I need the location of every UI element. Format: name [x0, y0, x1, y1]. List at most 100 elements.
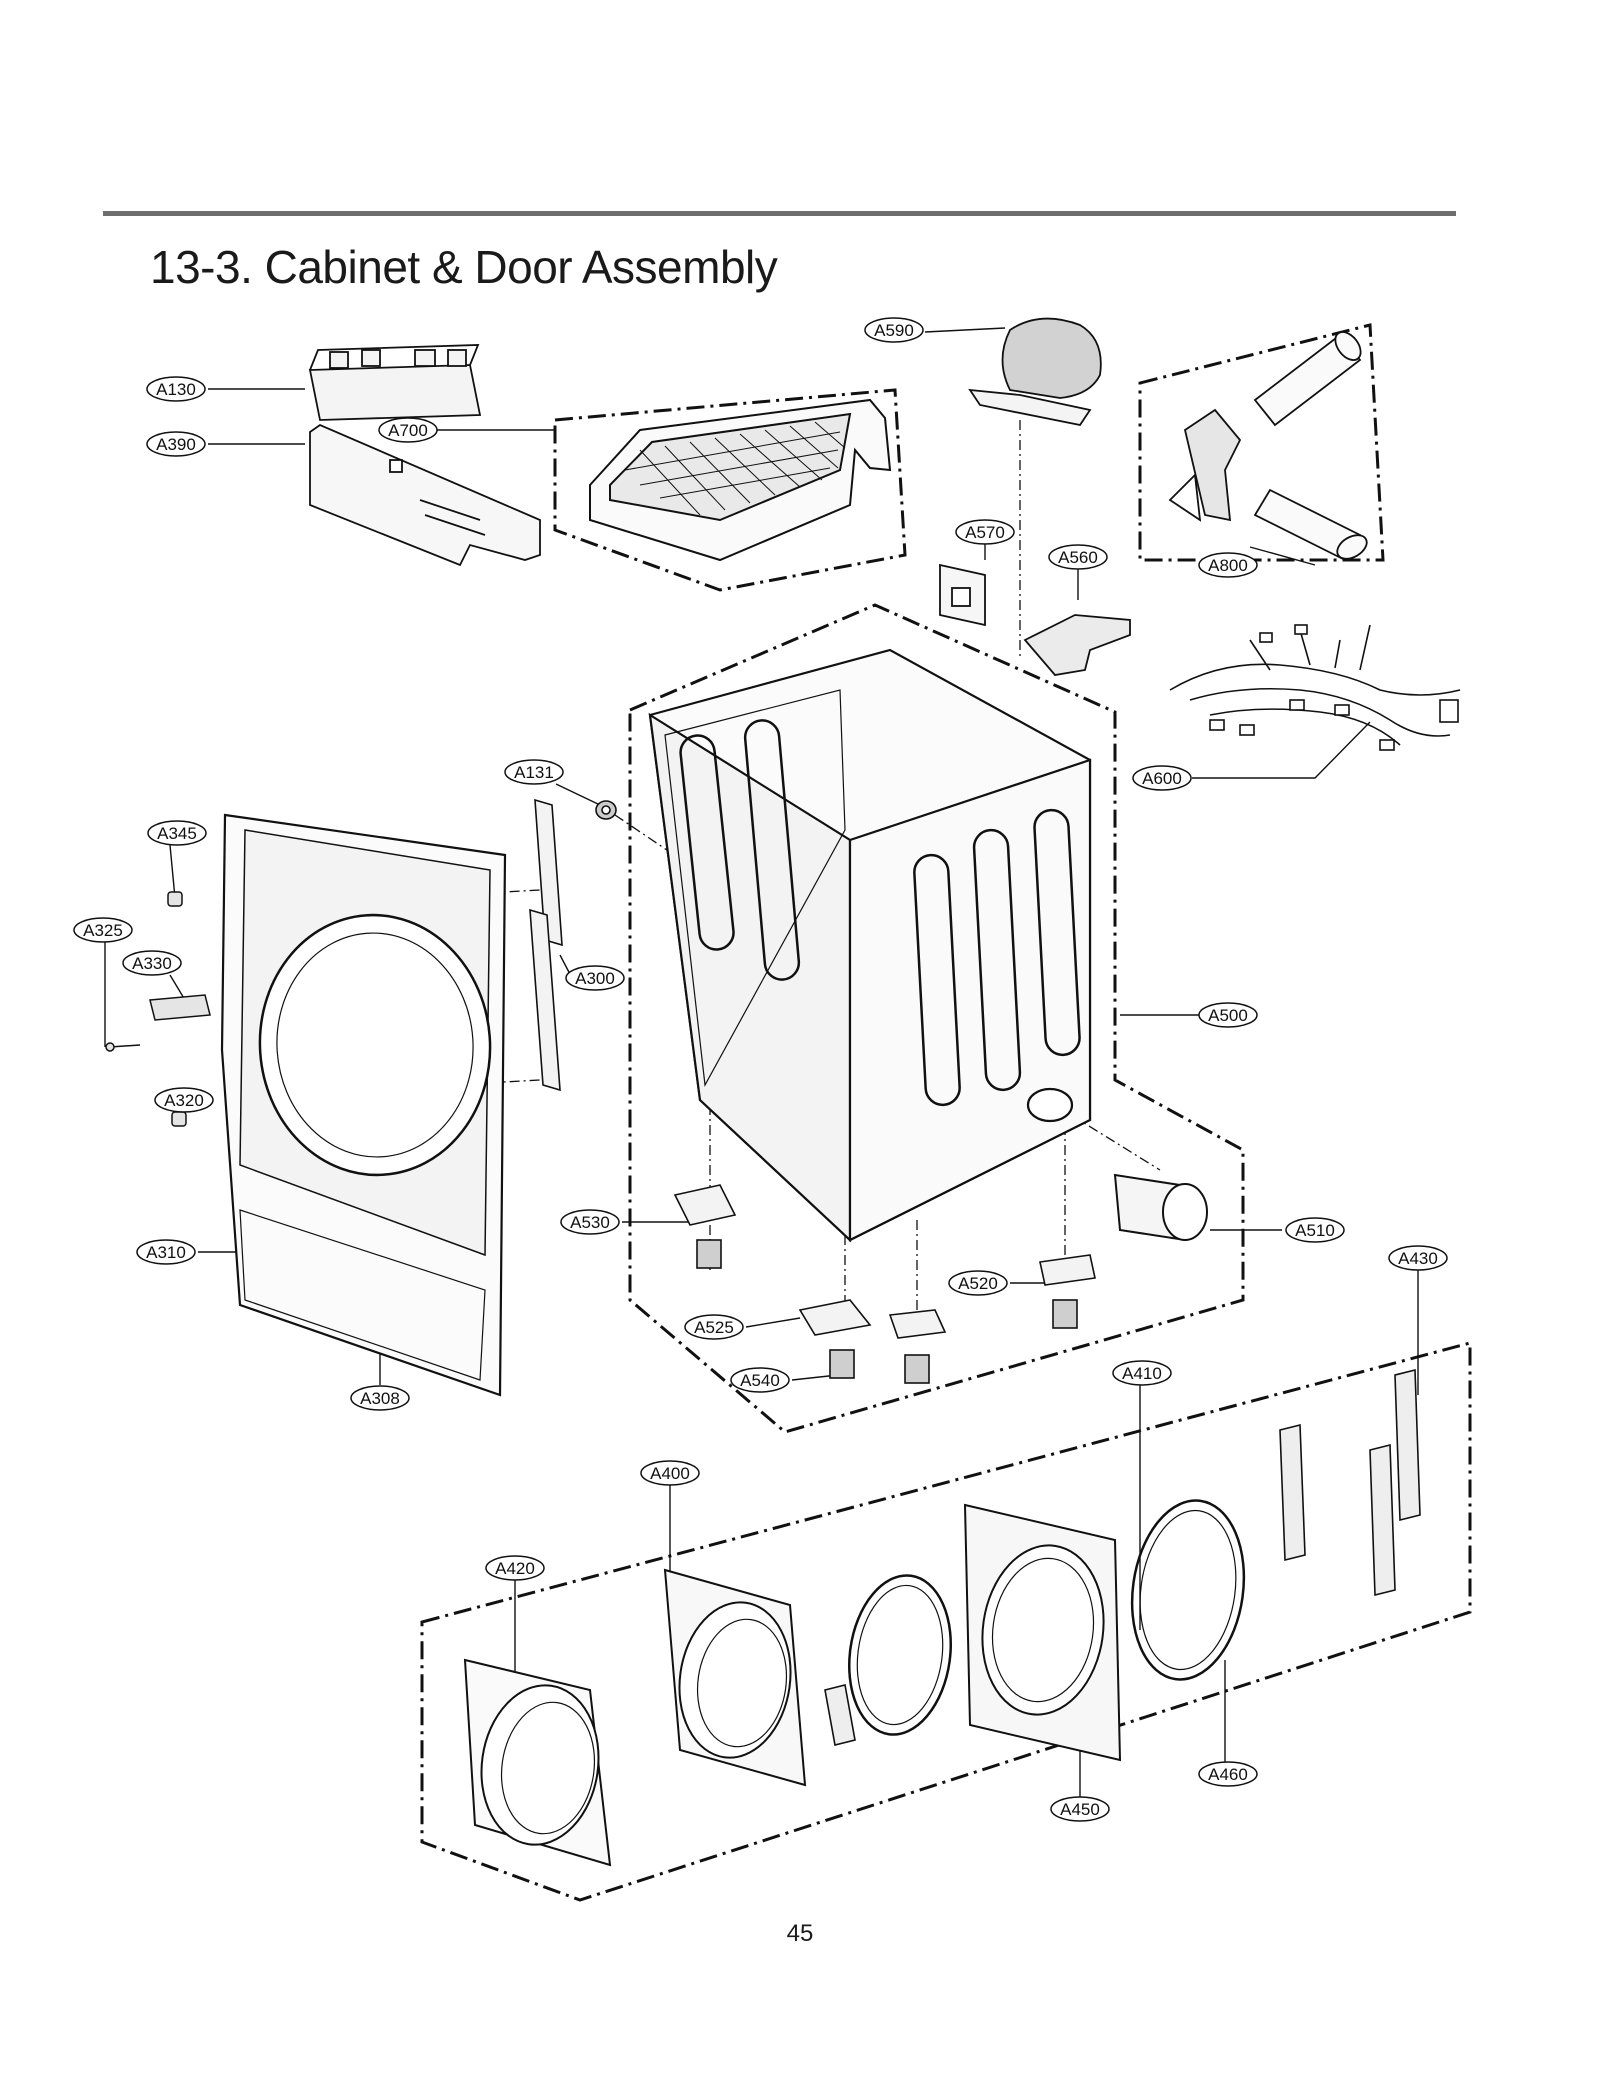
part-a330 — [149, 994, 211, 1021]
page-number: 45 — [786, 1920, 814, 1947]
page-title: 13-3. Cabinet & Door Assembly — [150, 241, 778, 293]
callout-text: A500 — [1208, 1006, 1248, 1025]
foot-a540 — [829, 1349, 855, 1379]
callout-a450: A450 — [1050, 1796, 1110, 1822]
callout-oval — [136, 1239, 196, 1265]
leader-a345 — [169, 844, 176, 899]
callout-oval — [1112, 1360, 1172, 1386]
callout-oval — [1388, 1245, 1448, 1271]
callout-text: A400 — [650, 1464, 690, 1483]
callout-a130: A130 — [146, 376, 206, 402]
cabinet-body-a500 — [648, 648, 1092, 1243]
callout-text: A410 — [1122, 1364, 1162, 1383]
callout-oval — [948, 1270, 1008, 1296]
callout-text: A540 — [740, 1371, 780, 1390]
callout-oval — [1048, 544, 1108, 570]
callout-oval — [1198, 1761, 1258, 1787]
callout-a500: A500 — [1198, 1002, 1258, 1028]
bracket-a530 — [673, 1184, 737, 1226]
glass-ring-a460 — [1130, 1499, 1246, 1681]
callout-a325: A325 — [73, 917, 133, 943]
screw-head-a325 — [105, 1042, 115, 1052]
callout-text: A320 — [164, 1091, 204, 1110]
foot-a530 — [696, 1239, 722, 1269]
callout-text: A450 — [1060, 1800, 1100, 1819]
callout-text: A600 — [1142, 769, 1182, 788]
callout-text: A520 — [958, 1274, 998, 1293]
callout-text: A590 — [874, 321, 914, 340]
foot-right — [1052, 1299, 1078, 1329]
leader-a525 — [745, 1317, 801, 1328]
callout-text: A700 — [388, 421, 428, 440]
callout-text: A420 — [495, 1559, 535, 1578]
callout-oval — [73, 917, 133, 943]
callout-a410: A410 — [1112, 1360, 1172, 1386]
callout-oval — [730, 1367, 790, 1393]
feet-parts — [673, 1184, 1096, 1384]
leader-a330 — [169, 974, 186, 1001]
part-a320 — [171, 1111, 187, 1127]
callout-oval — [147, 820, 207, 846]
callout-text: A525 — [694, 1318, 734, 1337]
callout-text: A430 — [1398, 1249, 1438, 1268]
leader-a590 — [924, 327, 1006, 333]
callout-text: A330 — [132, 954, 172, 973]
duct-ring-a510 — [1113, 1173, 1208, 1242]
callout-a308: A308 — [350, 1385, 410, 1411]
cabinet-group-outline — [628, 603, 1245, 1434]
callout-oval — [485, 1555, 545, 1581]
callout-a590: A590 — [864, 317, 924, 343]
callout-a520: A520 — [948, 1270, 1008, 1296]
door-ring-gasket — [848, 1574, 952, 1736]
hinge-hardware — [105, 891, 211, 1127]
callout-oval — [154, 1087, 214, 1113]
callout-oval — [1198, 552, 1258, 578]
callout-oval — [1285, 1217, 1345, 1243]
top-cover-group-outline — [553, 388, 907, 592]
bracket-a520 — [1039, 1254, 1096, 1286]
callout-oval — [640, 1460, 700, 1486]
screw-a325 — [109, 1044, 141, 1048]
callout-oval — [1050, 1796, 1110, 1822]
bracket-part-a300 — [529, 798, 563, 1092]
duct-parts-a800 — [1168, 331, 1368, 562]
callout-text: A800 — [1208, 556, 1248, 575]
callout-oval — [350, 1385, 410, 1411]
callout-text: A460 — [1208, 1765, 1248, 1784]
door-cover-a420 — [463, 1658, 612, 1867]
callout-oval — [504, 759, 564, 785]
callout-text: A131 — [514, 763, 554, 782]
duct-group-outline — [1138, 323, 1385, 562]
callout-a525: A525 — [684, 1314, 744, 1340]
callout-oval — [1198, 1002, 1258, 1028]
callout-oval — [122, 950, 182, 976]
leader-a800 — [1249, 546, 1316, 566]
callout-text: A560 — [1058, 548, 1098, 567]
callout-text: A530 — [570, 1213, 610, 1232]
callout-a430: A430 — [1388, 1245, 1448, 1271]
bracket-a525 — [798, 1299, 872, 1336]
hinge-parts-a430 — [1279, 1368, 1421, 1597]
front-panel-a310 — [220, 813, 507, 1397]
door-frame-a400 — [663, 1568, 807, 1787]
callout-a345: A345 — [147, 820, 207, 846]
callout-a560: A560 — [1048, 544, 1108, 570]
callout-oval — [684, 1314, 744, 1340]
callout-a510: A510 — [1285, 1217, 1345, 1243]
callout-text: A325 — [83, 921, 123, 940]
duct-part-a560 — [1023, 614, 1131, 676]
bracket-part-a570 — [939, 563, 986, 627]
bracket-mid — [888, 1309, 947, 1339]
callout-a131: A131 — [504, 759, 564, 785]
callout-oval — [378, 417, 438, 443]
callout-a460: A460 — [1198, 1761, 1258, 1787]
callout-oval — [146, 376, 206, 402]
leader-a131 — [555, 783, 601, 806]
door-group-outline — [420, 1341, 1472, 1902]
part-a345 — [167, 891, 183, 907]
callout-text: A570 — [965, 523, 1005, 542]
callout-oval — [955, 519, 1015, 545]
callout-a420: A420 — [485, 1555, 545, 1581]
